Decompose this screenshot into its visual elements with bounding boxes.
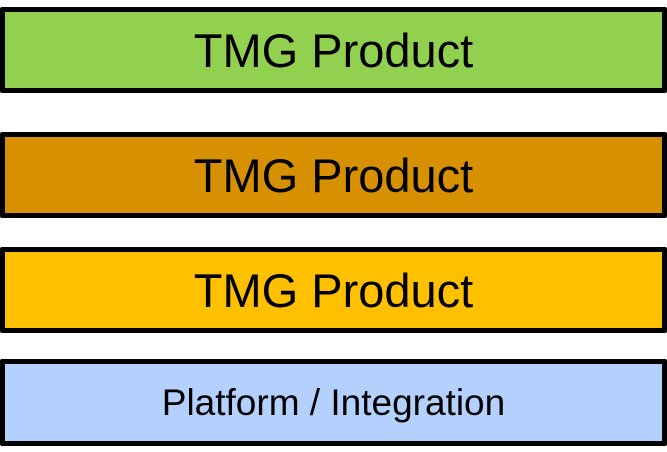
layer-label: TMG Product (193, 23, 474, 77)
layer-label: TMG Product (193, 148, 474, 202)
layer-label: Platform / Integration (161, 381, 506, 423)
layer-tmg-product-green: TMG Product (0, 7, 667, 93)
layer-platform-integration: Platform / Integration (0, 359, 667, 446)
layer-tmg-product-yellow: TMG Product (0, 247, 667, 333)
layer-tmg-product-dark-orange: TMG Product (0, 132, 667, 218)
layer-label: TMG Product (193, 263, 474, 317)
